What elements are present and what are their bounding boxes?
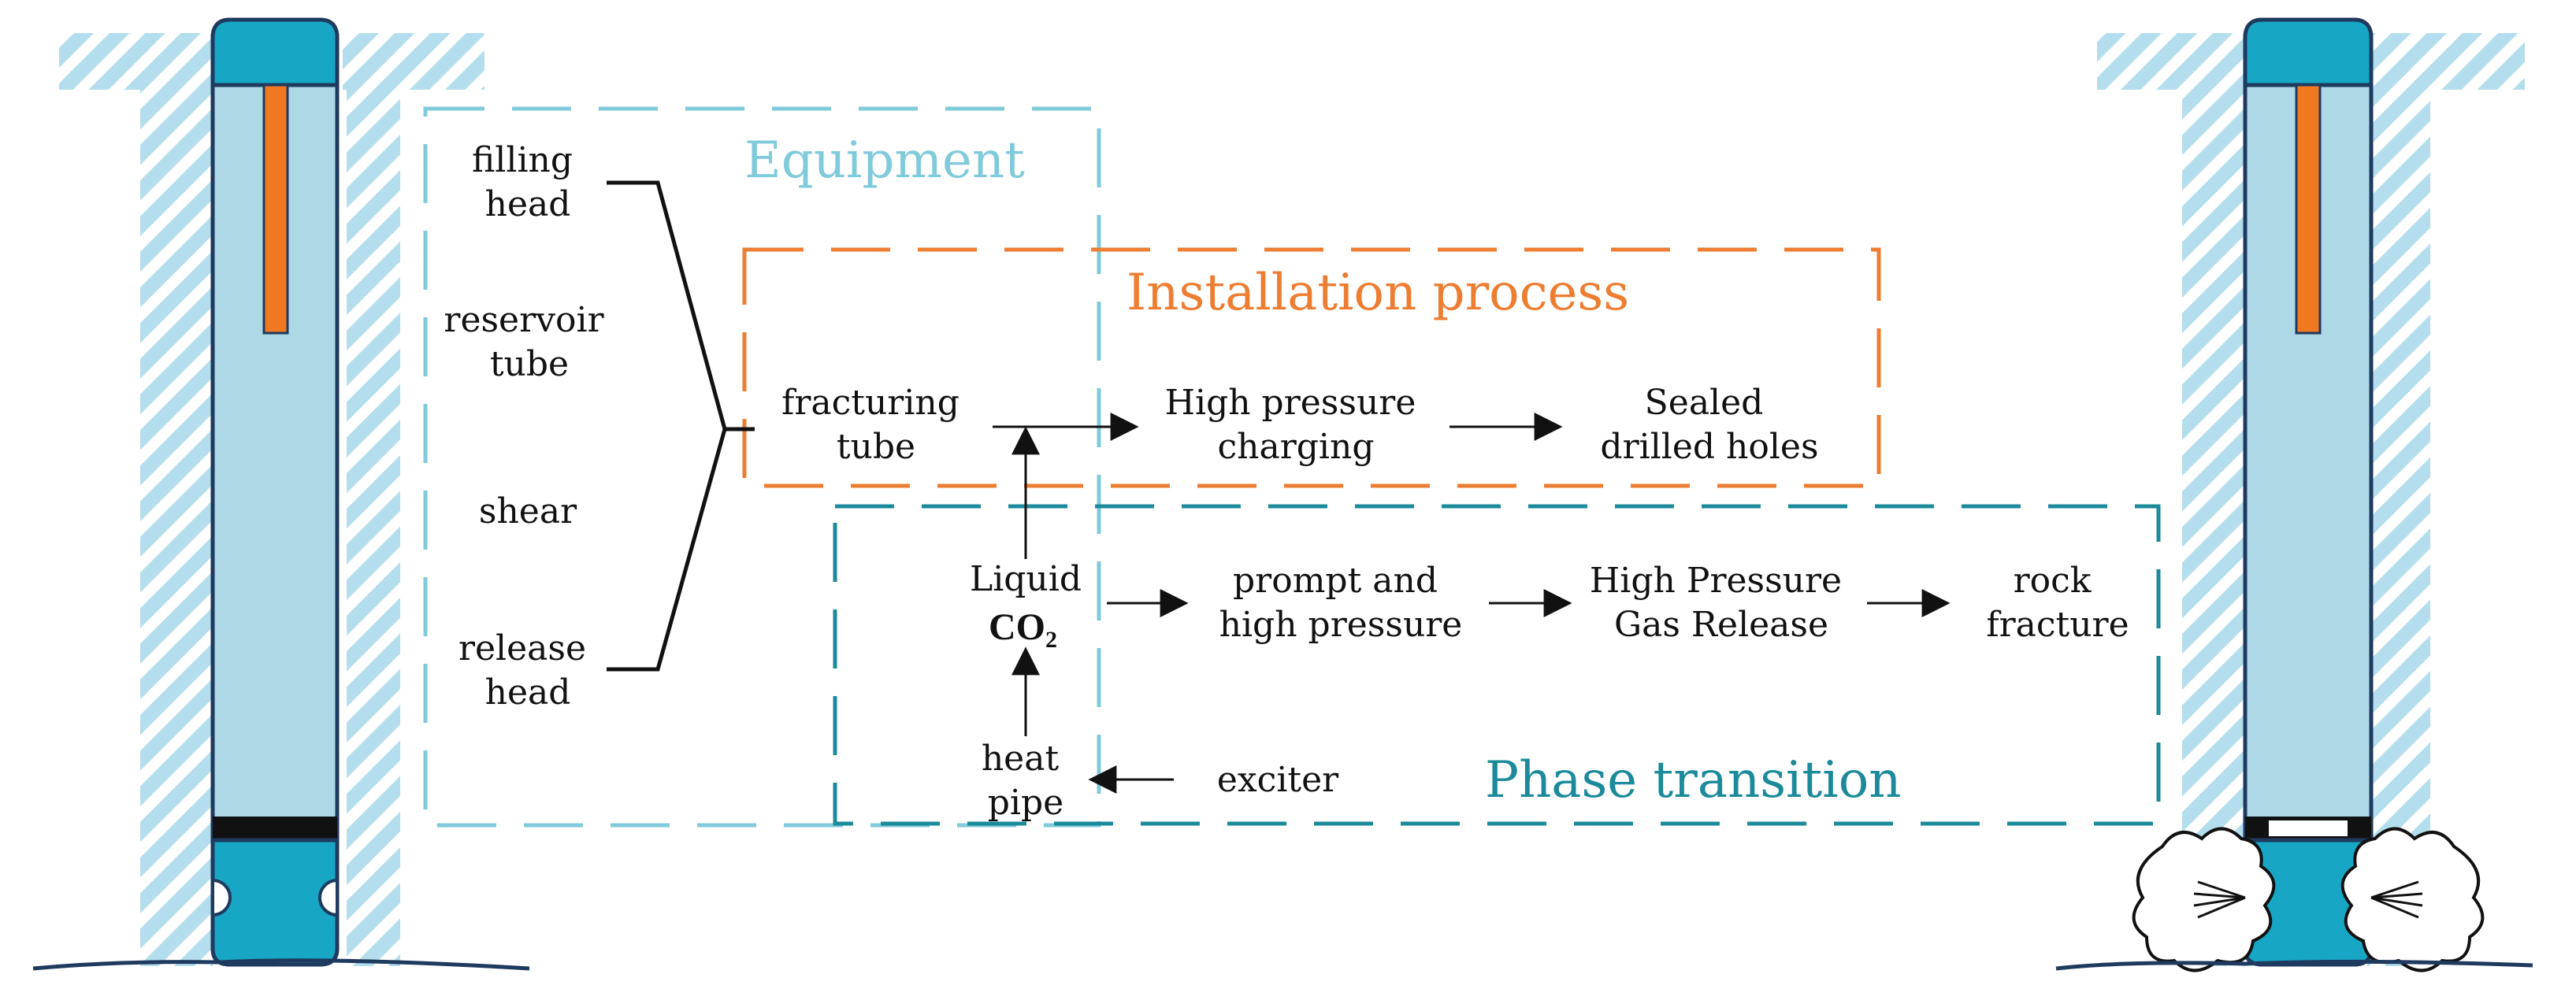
exciter-label: exciter (1217, 760, 1339, 800)
equipment-part-shear: shear (479, 491, 577, 531)
liquid-co2-formula: CO2 (989, 606, 1057, 653)
phase-step-rock-fracture: rock fracture (1986, 561, 2129, 645)
equipment-title: Equipment (744, 131, 1025, 190)
equipment-part-release-head: release head (458, 628, 597, 713)
install-step-sealed-drilled-holes: Sealed drilled holes (1600, 383, 1818, 467)
install-step-high-pressure-charging: High pressure charging (1165, 383, 1427, 467)
installation-title: Installation process (1127, 264, 1629, 322)
right-borehole-wall (2097, 33, 2525, 966)
phase-group-box (833, 504, 2161, 826)
phase-title: Phase transition (1485, 751, 1901, 809)
heat-pipe-label: heat pipe (982, 739, 1070, 823)
left-gas-burst-icon (2132, 827, 2276, 972)
install-step-fracturing-tube: fracturing tube (781, 383, 971, 467)
equipment-brace (607, 180, 755, 672)
phase-step-gas-release: High Pressure Gas Release (1590, 561, 1853, 645)
left-borehole-wall (59, 33, 484, 966)
liquid-co2-label: Liquid (970, 559, 1082, 599)
right-ground-line (2055, 959, 2533, 971)
flow-arrows (993, 413, 1951, 794)
equipment-part-reservoir-tube: reservoir tube (444, 300, 614, 384)
left-ground-line (32, 958, 530, 971)
equipment-part-filling-head: filling head (472, 140, 584, 224)
right-gas-burst-icon (2340, 827, 2485, 972)
right-fracturing-tube (2243, 17, 2374, 967)
left-fracturing-tube (210, 17, 340, 967)
phase-step-prompt-high-pressure: prompt and high pressure (1219, 561, 1463, 645)
installation-group-box (742, 247, 1881, 488)
